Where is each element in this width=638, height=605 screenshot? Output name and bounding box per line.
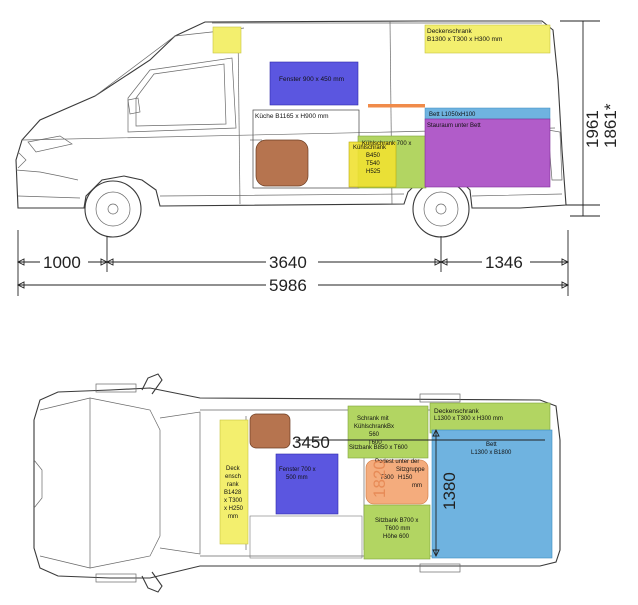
side-height-1861: 1861* — [601, 103, 620, 148]
top-wheel-rear-right — [419, 563, 461, 573]
top-bed-label: Bett — [486, 442, 497, 448]
side-front-bumper — [15, 169, 81, 199]
top-van-body-outline — [33, 387, 561, 579]
top-podest-1: Podest unter der — [375, 459, 419, 465]
top-view: Deck ensch rank B1428 x T300 x H250 mm F… — [33, 373, 561, 593]
side-height-dimension: 1961 1861* — [560, 20, 620, 217]
side-fridge-b: B450 — [366, 153, 381, 159]
top-kitchen — [249, 413, 291, 449]
side-storage-under-bed — [424, 118, 551, 188]
top-bench-bottom — [363, 504, 431, 560]
top-dim-1380: 1380 — [440, 472, 459, 510]
side-storage-label: Stauraum unter Bett — [427, 123, 481, 129]
side-rear-lights — [547, 129, 563, 181]
side-rear-wheel — [412, 180, 470, 238]
side-fridge-box — [348, 141, 397, 188]
side-window-label: Fenster 900 x 450 mm — [279, 76, 344, 83]
top-podest-5: mm — [412, 483, 422, 489]
side-headlight — [27, 135, 73, 153]
top-window-label: Fenster 700 x — [279, 467, 316, 473]
top-wheel-front-left — [95, 383, 137, 393]
top-cab-roof — [159, 411, 201, 555]
top-podest-3: T600 — [380, 475, 394, 481]
side-cab-window-inner — [135, 63, 227, 127]
top-cf-label-7: mm — [228, 514, 238, 520]
side-length-dimensions: 1000 3640 1346 5986 — [16, 230, 570, 296]
side-van-body-outline — [15, 20, 567, 209]
top-ceiling-cabinet-rear — [429, 402, 551, 434]
top-cf-label-5: x T300 — [224, 498, 243, 504]
top-ceiling-cabinet-front — [219, 419, 249, 545]
top-window — [275, 453, 339, 515]
top-cf-label-3: rank — [227, 482, 240, 488]
top-cabinet-fridge-4: T600 — [368, 440, 382, 446]
top-ceiling-rear-label: Deckenschrank — [434, 408, 480, 415]
side-door-line-a — [237, 29, 241, 205]
top-podest-4: H150 — [398, 475, 413, 481]
top-windscreen — [89, 397, 161, 569]
top-mirror-bottom — [141, 571, 163, 593]
top-grille — [33, 459, 43, 509]
top-cf-label-6: x H250 — [224, 506, 244, 512]
top-cf-label-4: B1428 — [224, 490, 242, 496]
side-ceiling-cabinet-front — [212, 26, 242, 54]
top-ceiling-cabinet-front-labels: Deck ensch rank B1428 x T300 x H250 mm — [224, 466, 244, 520]
side-ceiling-cabinet-size: B1300 x T300 x H300 mm — [427, 36, 502, 43]
top-wheel-rear-left — [419, 393, 461, 403]
side-grille — [17, 151, 27, 169]
top-cabinet-fridge-3: 560 — [369, 432, 380, 438]
side-sill-line — [159, 193, 563, 197]
top-bench-bottom-2: T600 mm — [385, 526, 410, 532]
top-dim-3450: 3450 — [292, 433, 330, 452]
side-height-1961: 1961 — [583, 110, 602, 148]
top-cf-label-1: Deck — [226, 466, 241, 472]
side-fridge-t: T540 — [366, 161, 380, 167]
side-dim-length: 5986 — [269, 276, 307, 295]
top-dimensions: 3450 1380 1820 — [292, 428, 545, 558]
side-dim-wheelbase: 3640 — [269, 253, 307, 272]
top-cabinet-fridge — [347, 405, 429, 459]
side-kitchen-label: Küche B1165 x H900 mm — [255, 113, 329, 120]
side-ceiling-cabinet-label: Deckenschrank — [427, 28, 473, 35]
side-dim-rear-overhang: 1346 — [485, 253, 523, 272]
top-bench-bottom-3: Höhe 600 — [383, 534, 410, 540]
top-aisle-frame — [249, 515, 363, 559]
side-window-box — [269, 61, 359, 106]
side-kitchen-box — [255, 139, 309, 187]
top-bench-bottom-1: Sitzbank B700 x — [375, 518, 418, 524]
top-cabinet-fridge-1: Schrank mit — [357, 416, 389, 422]
side-mirror — [127, 97, 141, 115]
top-bed — [431, 429, 553, 559]
side-fridge-h: H525 — [366, 169, 381, 175]
side-ceiling-cabinet — [424, 24, 551, 54]
side-bed-line — [368, 104, 425, 108]
top-window-label-2: 500 mm — [286, 475, 308, 481]
side-bed-label: Bett L1050xH100 — [429, 112, 476, 118]
top-wheel-front-right — [95, 573, 137, 583]
side-dim-front-overhang: 1000 — [43, 253, 81, 272]
top-podest — [365, 459, 429, 505]
side-front-wheel — [84, 180, 142, 238]
side-view: Deckenschrank B1300 x T300 x H300 mm Fen… — [15, 20, 620, 296]
top-bed-size: L1300 x B1800 — [471, 450, 512, 456]
top-dim-1820: 1820 — [370, 460, 389, 498]
top-mirror-top — [141, 373, 163, 395]
side-fridge-left-label: Kühlschrank — [353, 145, 387, 151]
top-cf-label-2: ensch — [225, 474, 241, 480]
side-fridge-right-label: Kühlschrank 700 x — [362, 141, 411, 147]
side-cab-window — [127, 57, 237, 133]
top-podest-2: Sitzgruppe — [396, 467, 425, 473]
top-bench-top-label: Sitzbank B850 x T600 — [349, 445, 408, 451]
top-hood — [39, 397, 91, 569]
top-ceiling-rear-size: L1300 x T300 x H300 mm — [434, 416, 503, 422]
top-cabinet-fridge-2: KühlschrankBx — [354, 424, 394, 430]
